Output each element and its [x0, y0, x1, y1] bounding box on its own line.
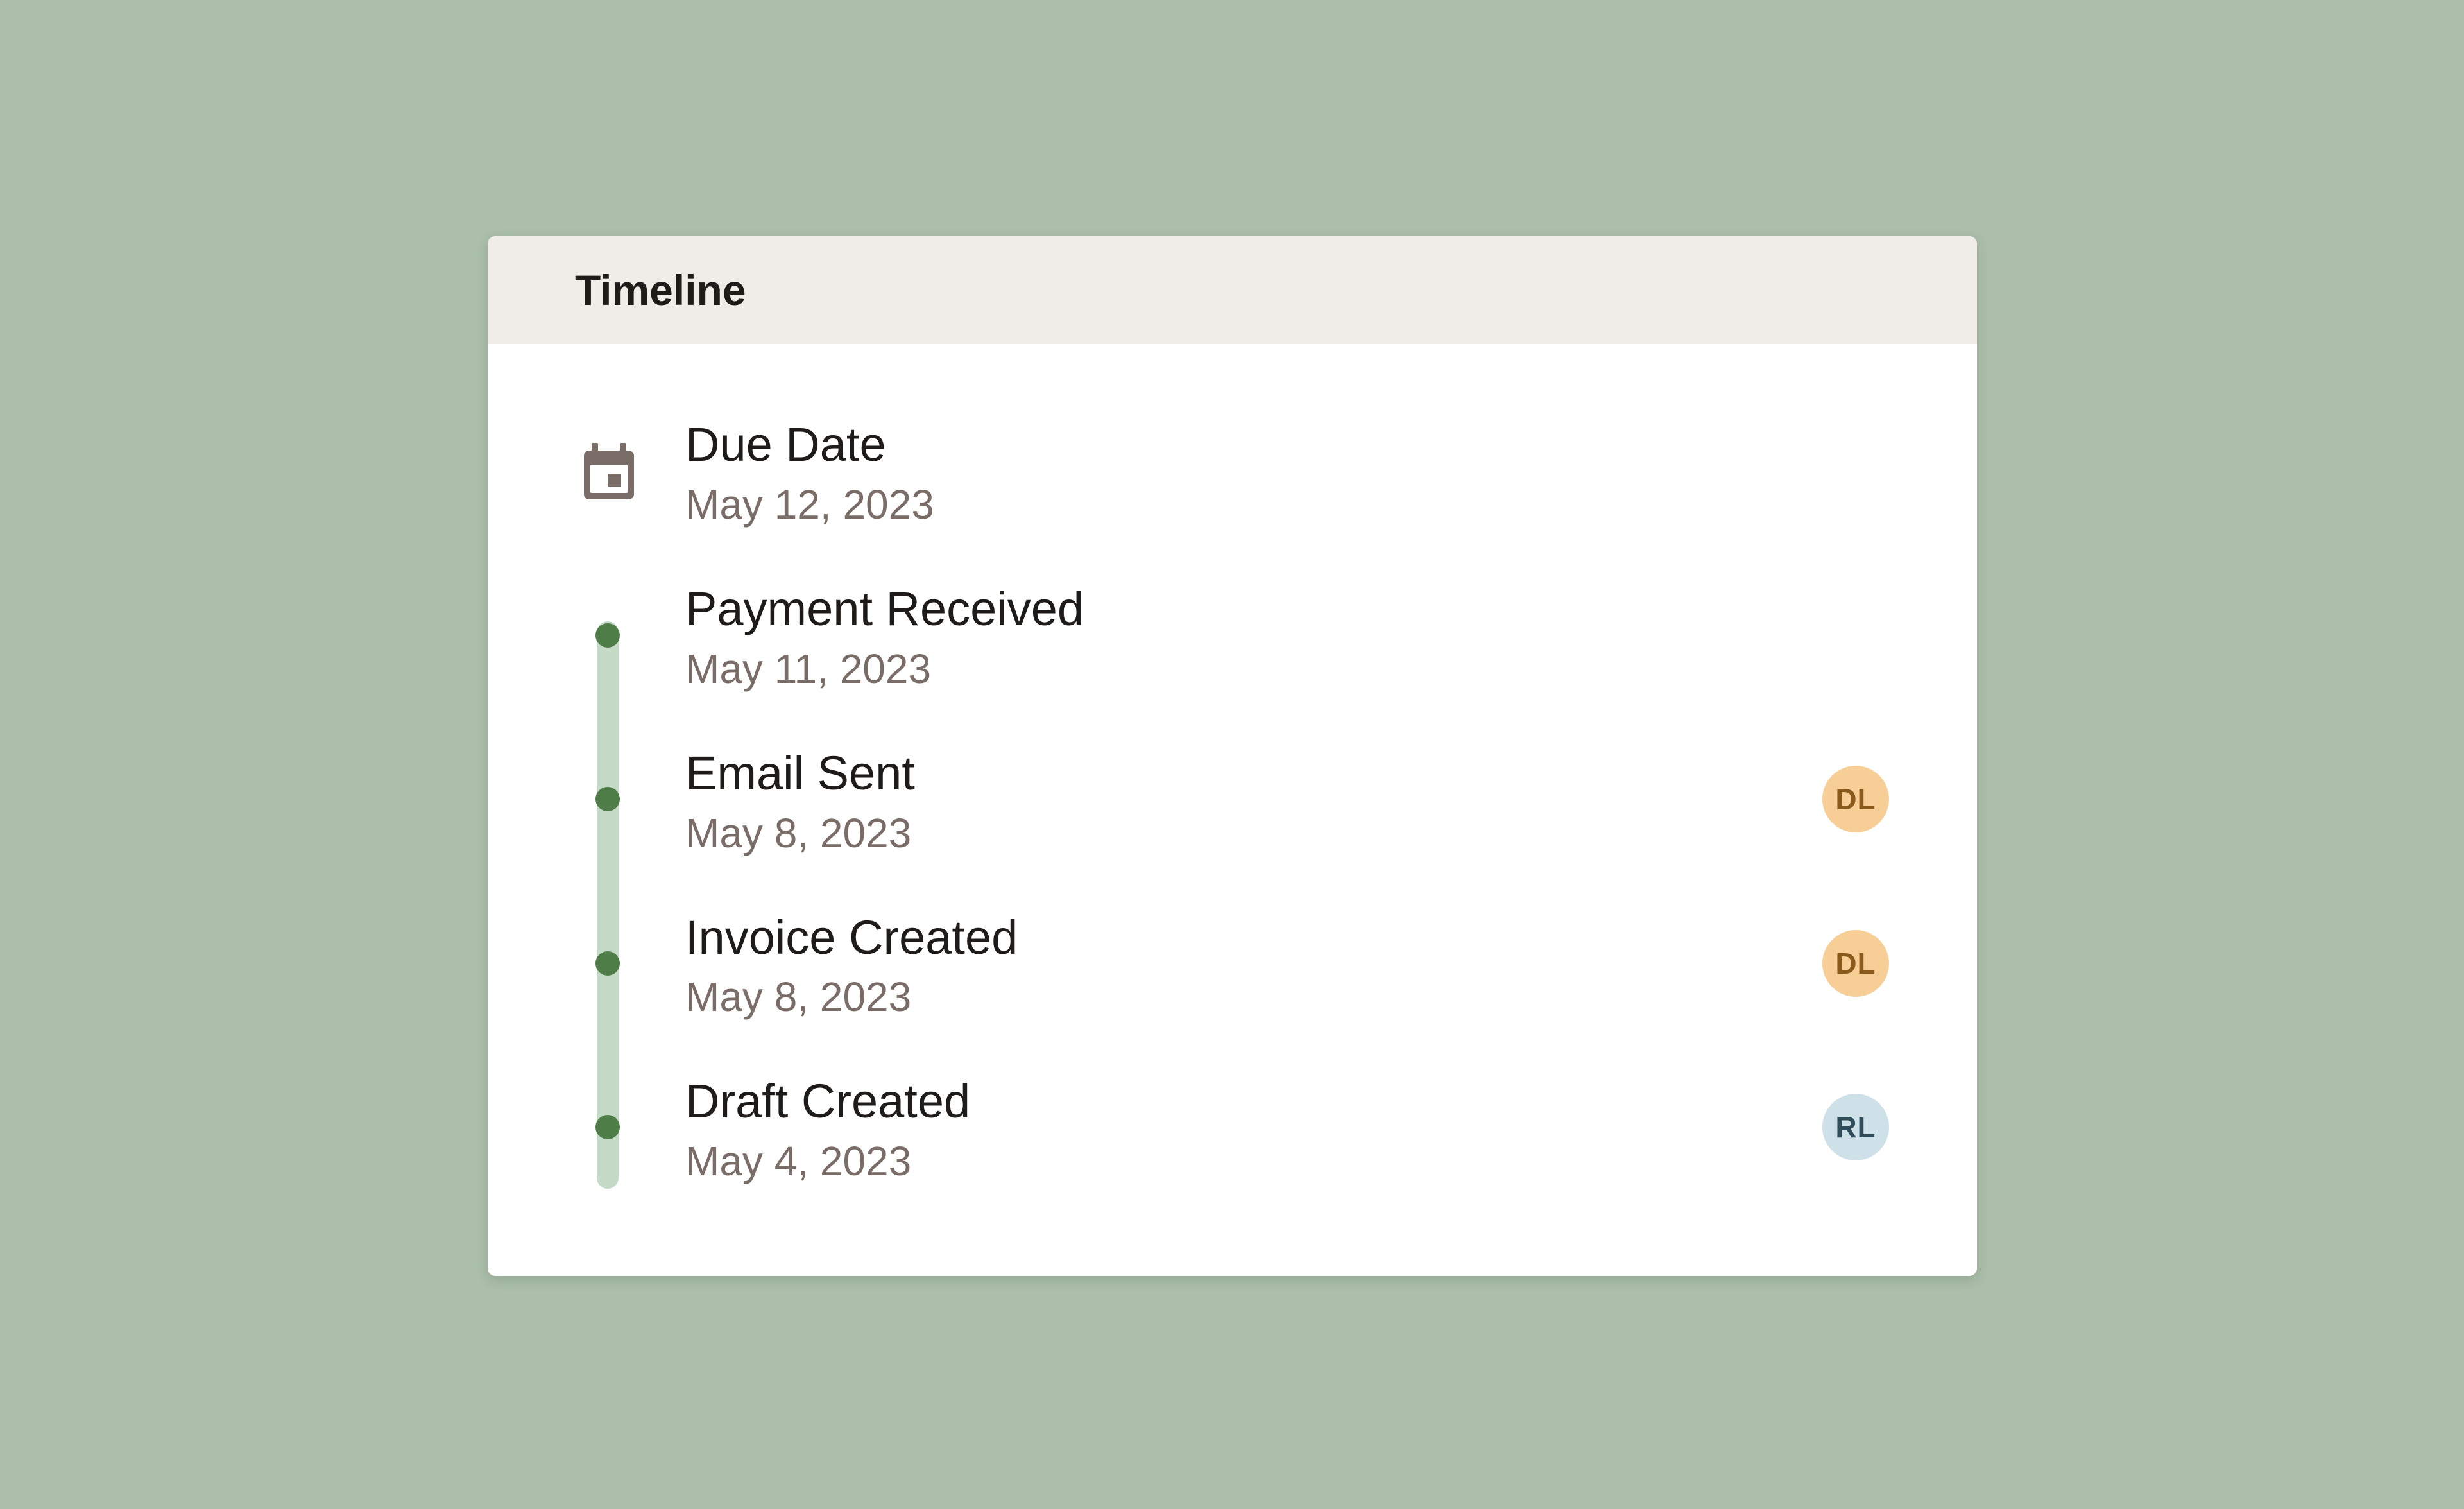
event-date: May 4, 2023: [685, 1138, 912, 1184]
avatar[interactable]: RL: [1822, 1094, 1889, 1160]
card-title: Timeline: [575, 266, 746, 314]
event-date: May 8, 2023: [685, 974, 912, 1020]
timeline-dot: [595, 787, 620, 811]
timeline-dot: [595, 1115, 620, 1139]
timeline-card: Timeline Due Date May 12, 2023 Payment R…: [488, 236, 1977, 1276]
due-date-value: May 12, 2023: [685, 481, 934, 528]
event-title: Draft Created: [685, 1074, 971, 1128]
event-title: Email Sent: [685, 746, 915, 800]
event-title: Invoice Created: [685, 911, 1018, 964]
avatar[interactable]: DL: [1822, 766, 1889, 832]
event-date: May 11, 2023: [685, 646, 932, 692]
event-title: Payment Received: [685, 582, 1084, 635]
timeline-dot: [595, 623, 620, 648]
due-date-label: Due Date: [685, 418, 886, 471]
calendar-icon: [580, 440, 638, 502]
card-header: Timeline: [488, 236, 1977, 344]
timeline-rail: [597, 621, 619, 1189]
timeline-dot: [595, 951, 620, 976]
event-date: May 8, 2023: [685, 810, 912, 856]
avatar[interactable]: DL: [1822, 930, 1889, 997]
